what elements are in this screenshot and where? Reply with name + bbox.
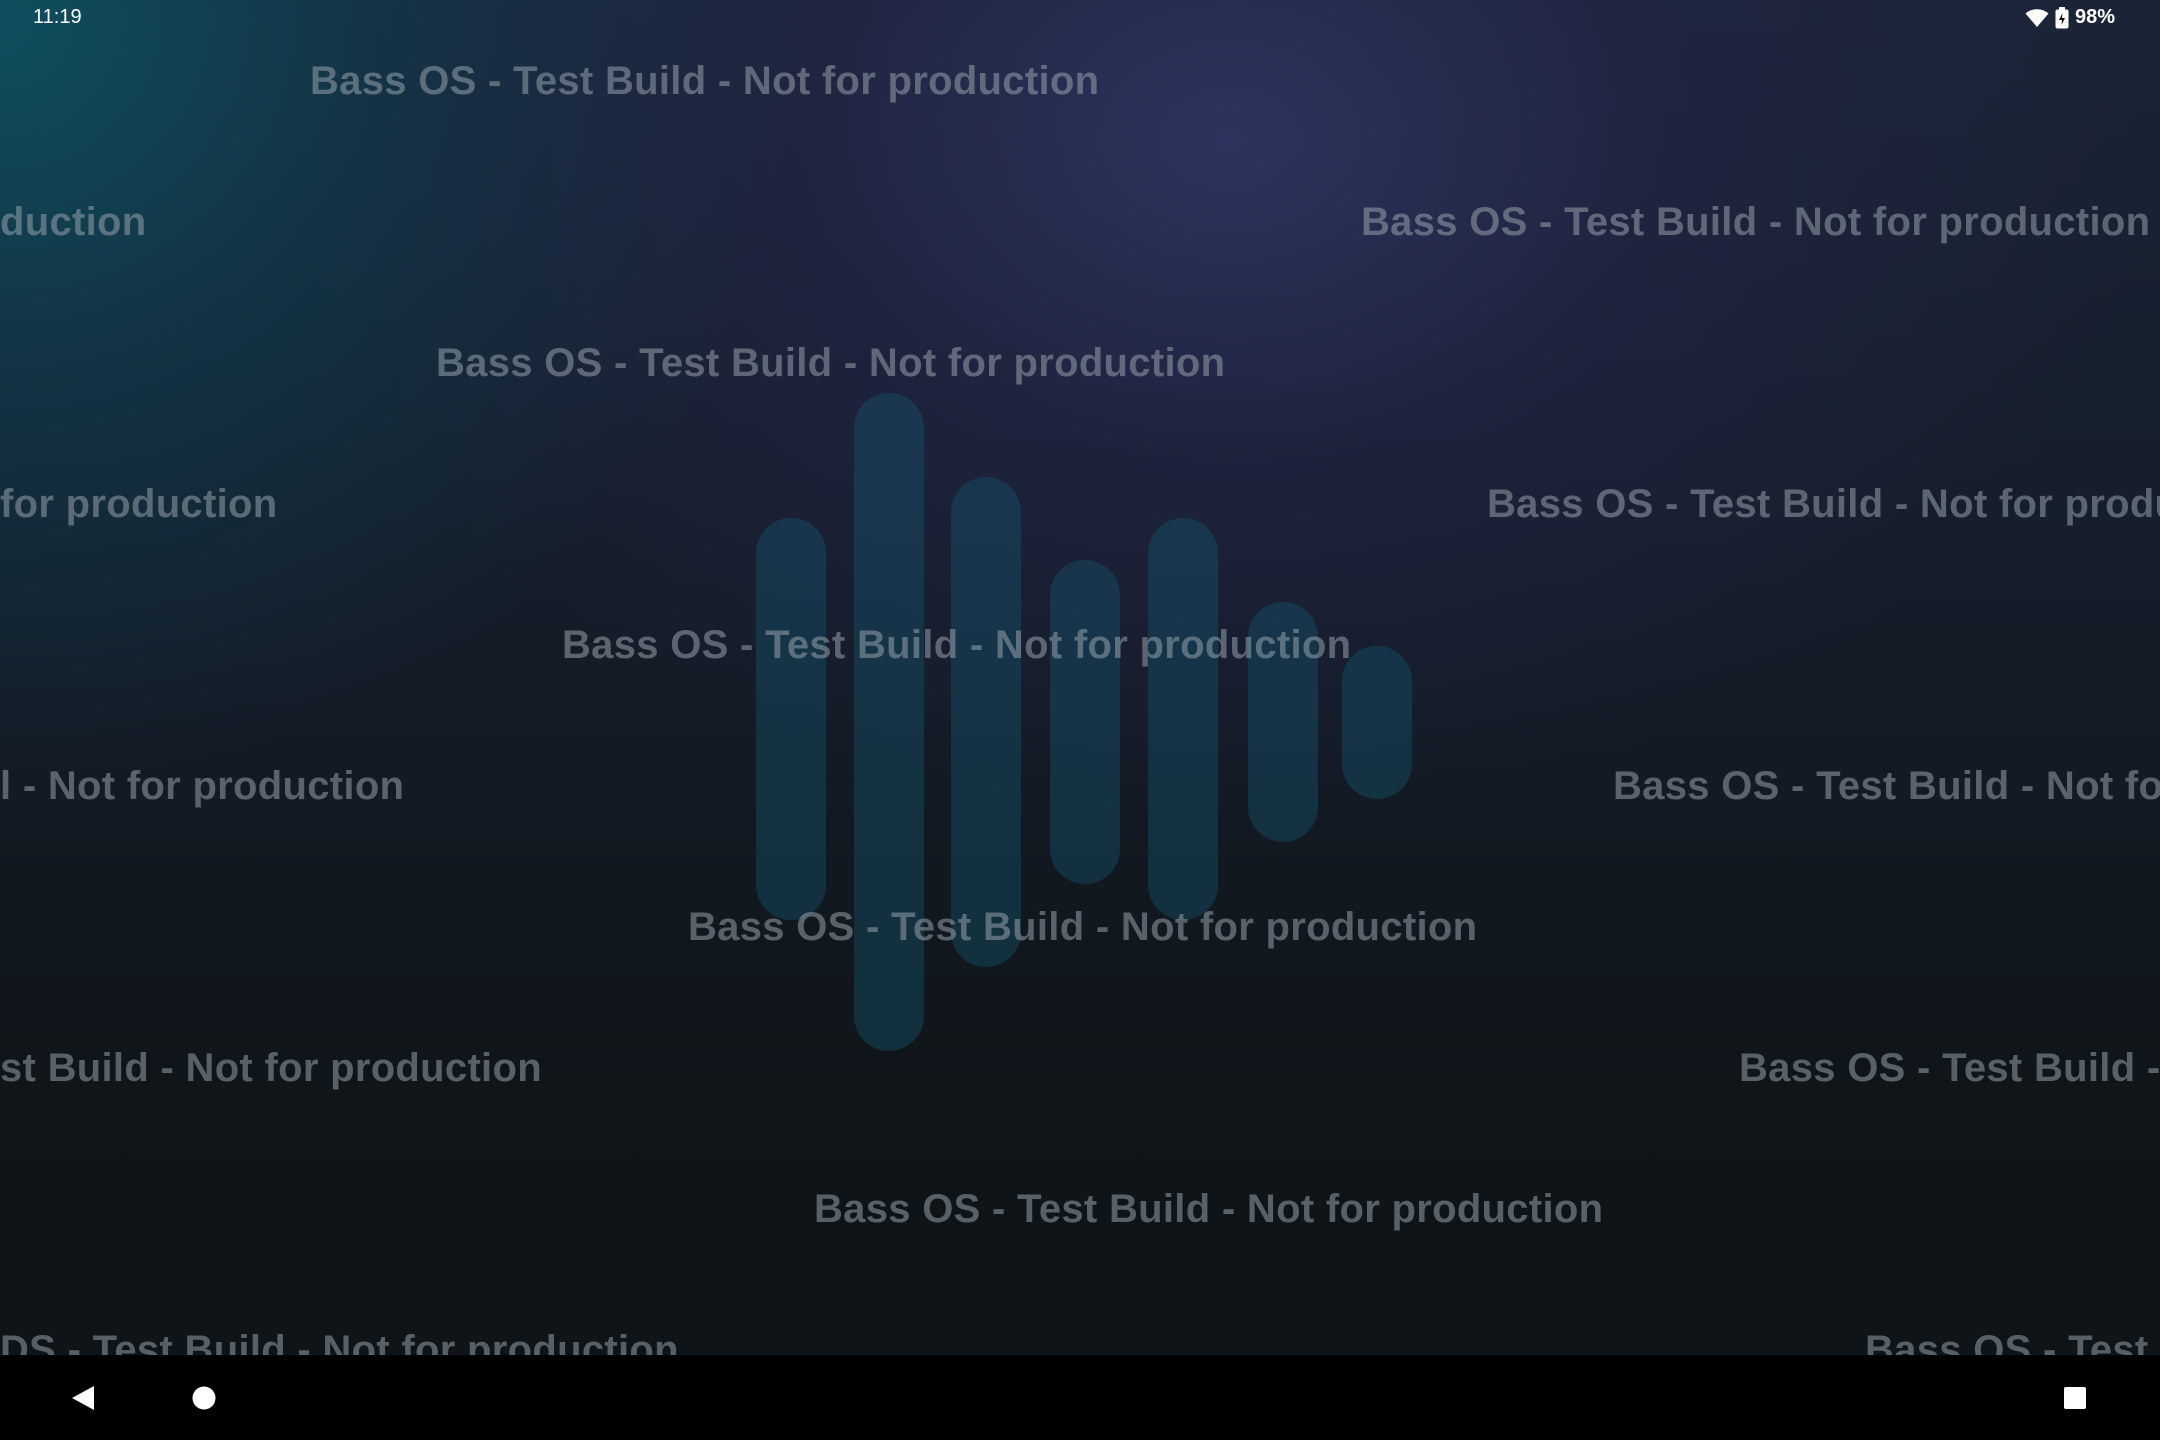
status-icons: 98% <box>2025 6 2115 29</box>
status-bar: 11:19 98% <box>0 0 2160 36</box>
logo-bar-1 <box>756 518 826 920</box>
watermark-text: l - Not for production <box>0 764 405 808</box>
watermark-text: Bass OS - Test Build - Not for produc <box>1487 482 2160 526</box>
battery-icon <box>2055 6 2069 28</box>
navigation-bar <box>0 1355 2160 1440</box>
logo-bar-3 <box>951 477 1021 967</box>
recents-square-icon <box>2064 1386 2086 1409</box>
wifi-icon <box>2025 8 2049 27</box>
home-button[interactable] <box>159 1355 249 1440</box>
watermark-text: duction <box>0 200 147 244</box>
watermark-text: Bass OS - Test Build - Not for productio… <box>562 623 1352 667</box>
watermark-text: Bass OS - Test Build - Not for productio… <box>814 1187 1604 1231</box>
watermark-text: Bass OS - Test Build - Not for productio… <box>1361 200 2151 244</box>
back-triangle-icon <box>72 1385 94 1410</box>
watermark-text: st Build - Not for production <box>0 1046 542 1090</box>
logo-bar-2 <box>854 393 924 1051</box>
back-button[interactable] <box>38 1355 128 1440</box>
logo-bar-5 <box>1148 518 1218 920</box>
logo-bar-7 <box>1342 646 1412 799</box>
status-time: 11:19 <box>33 6 82 28</box>
watermark-text: Bass OS - Test Build - Not for productio… <box>688 905 1478 949</box>
watermark-text: Bass OS - Test Build - N <box>1739 1046 2160 1090</box>
watermark-text: Bass OS - Test Build - Not for productio… <box>310 59 1100 103</box>
watermark-text: for production <box>0 482 278 526</box>
home-circle-icon <box>192 1386 216 1409</box>
logo-bar-4 <box>1050 560 1120 884</box>
watermark-text: Bass OS - Test Build - Not for productio… <box>436 341 1226 385</box>
recents-button[interactable] <box>2030 1355 2120 1440</box>
watermark-text: Bass OS - Test Build - Not for <box>1613 764 2160 808</box>
battery-percent: 98% <box>2074 6 2115 28</box>
